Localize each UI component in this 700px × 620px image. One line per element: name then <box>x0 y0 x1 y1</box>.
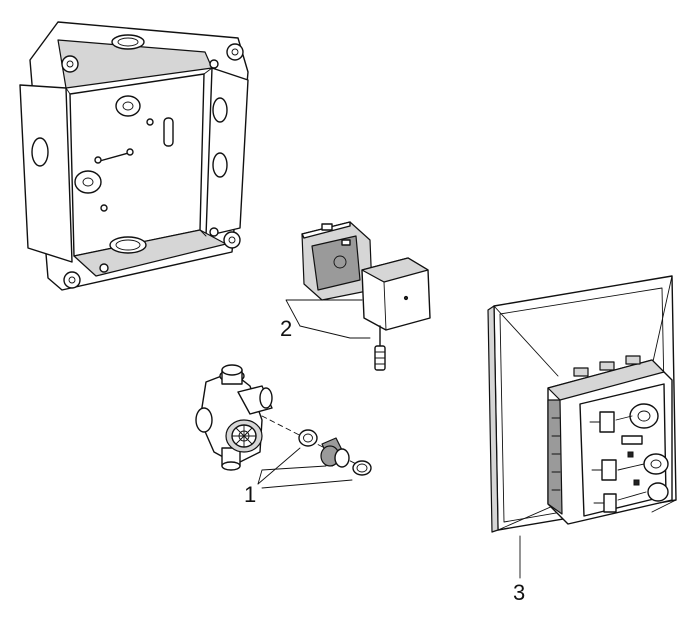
callout-label-2: 2 <box>280 316 292 341</box>
electronic-module <box>301 221 431 371</box>
callout-label-1: 1 <box>244 482 256 507</box>
valve-assembly <box>195 364 372 476</box>
installation-box <box>19 21 249 291</box>
leader-2 <box>285 299 371 339</box>
cover-plate <box>487 275 677 533</box>
callout-label-3: 3 <box>513 580 525 605</box>
leader-1 <box>257 447 353 489</box>
